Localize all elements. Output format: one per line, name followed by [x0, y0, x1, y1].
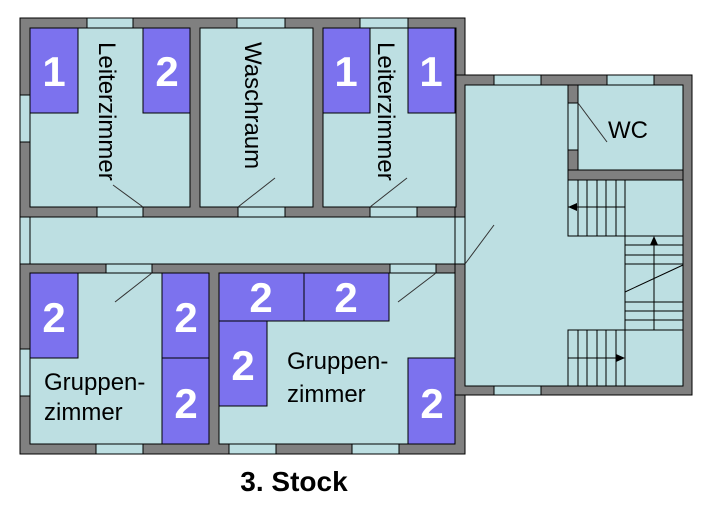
corridor — [19, 216, 466, 265]
room-label-waschraum: Waschraum — [239, 42, 266, 169]
bed-number: 2 — [249, 274, 272, 321]
door-swing — [114, 272, 153, 303]
door-swing — [369, 177, 408, 208]
door-swing — [577, 102, 608, 143]
room-wc — [577, 84, 684, 171]
room-label-leiterzimmer-left: Leiterzimmer — [93, 42, 120, 181]
bed-gruppenzimmer-right-3 — [218, 320, 268, 407]
bed-number: 2 — [231, 342, 254, 389]
wc-wall-bottom — [567, 169, 684, 181]
door-swing — [397, 272, 437, 303]
door-swing — [112, 184, 144, 208]
bed-gruppenzimmer-left-2 — [161, 272, 210, 359]
room-waschraum — [199, 27, 314, 208]
bed-gruppenzimmer-right-4 — [407, 357, 456, 445]
bed-number: 1 — [419, 48, 442, 95]
staircase — [567, 179, 684, 387]
door-opening — [237, 206, 286, 218]
room-label-gruppenzimmer-left-line1: Gruppen- — [44, 369, 145, 396]
bed-number: 2 — [420, 380, 443, 427]
bed-number: 2 — [42, 294, 65, 341]
window — [236, 17, 286, 29]
door-opening — [96, 206, 144, 218]
window — [493, 74, 542, 86]
window — [86, 17, 134, 29]
bed-leiterzimmer-left-2 — [142, 27, 191, 114]
bed-number: 2 — [334, 274, 357, 321]
room-label-leiterzimmer-right: Leiterzimmer — [372, 42, 399, 181]
room-label-gruppenzimmer-right-line2: zimmer — [287, 381, 366, 408]
door-opening — [105, 263, 153, 274]
window — [95, 443, 144, 455]
window — [228, 443, 277, 455]
bed-leiterzimmer-right-2 — [407, 27, 456, 114]
window — [359, 17, 409, 29]
bed-gruppenzimmer-left-1 — [29, 272, 79, 359]
bed-number: 2 — [155, 48, 178, 95]
floor-title: 3. Stock — [240, 466, 348, 497]
room-label-gruppenzimmer-left-line2: zimmer — [44, 399, 123, 426]
room-label-wc: WC — [608, 117, 648, 144]
window — [19, 94, 31, 143]
bed-number: 2 — [174, 294, 197, 341]
window — [606, 74, 655, 86]
door-opening — [389, 263, 437, 274]
door-swing — [237, 177, 276, 208]
bed-leiterzimmer-left-1 — [29, 27, 79, 114]
door-opening — [369, 206, 418, 218]
window — [493, 385, 542, 396]
wc-door-opening — [567, 102, 579, 151]
bed-number: 2 — [174, 380, 197, 427]
bed-number: 1 — [334, 48, 357, 95]
bed-number: 1 — [42, 48, 65, 95]
window — [19, 348, 31, 397]
bed-gruppenzimmer-right-1 — [218, 272, 305, 322]
room-label-gruppenzimmer-right-line1: Gruppen- — [287, 348, 388, 375]
bed-gruppenzimmer-left-3 — [161, 357, 210, 445]
window — [351, 443, 400, 455]
bed-leiterzimmer-right-1 — [322, 27, 371, 114]
bed-gruppenzimmer-right-2 — [303, 272, 390, 322]
door-swing — [464, 224, 495, 265]
